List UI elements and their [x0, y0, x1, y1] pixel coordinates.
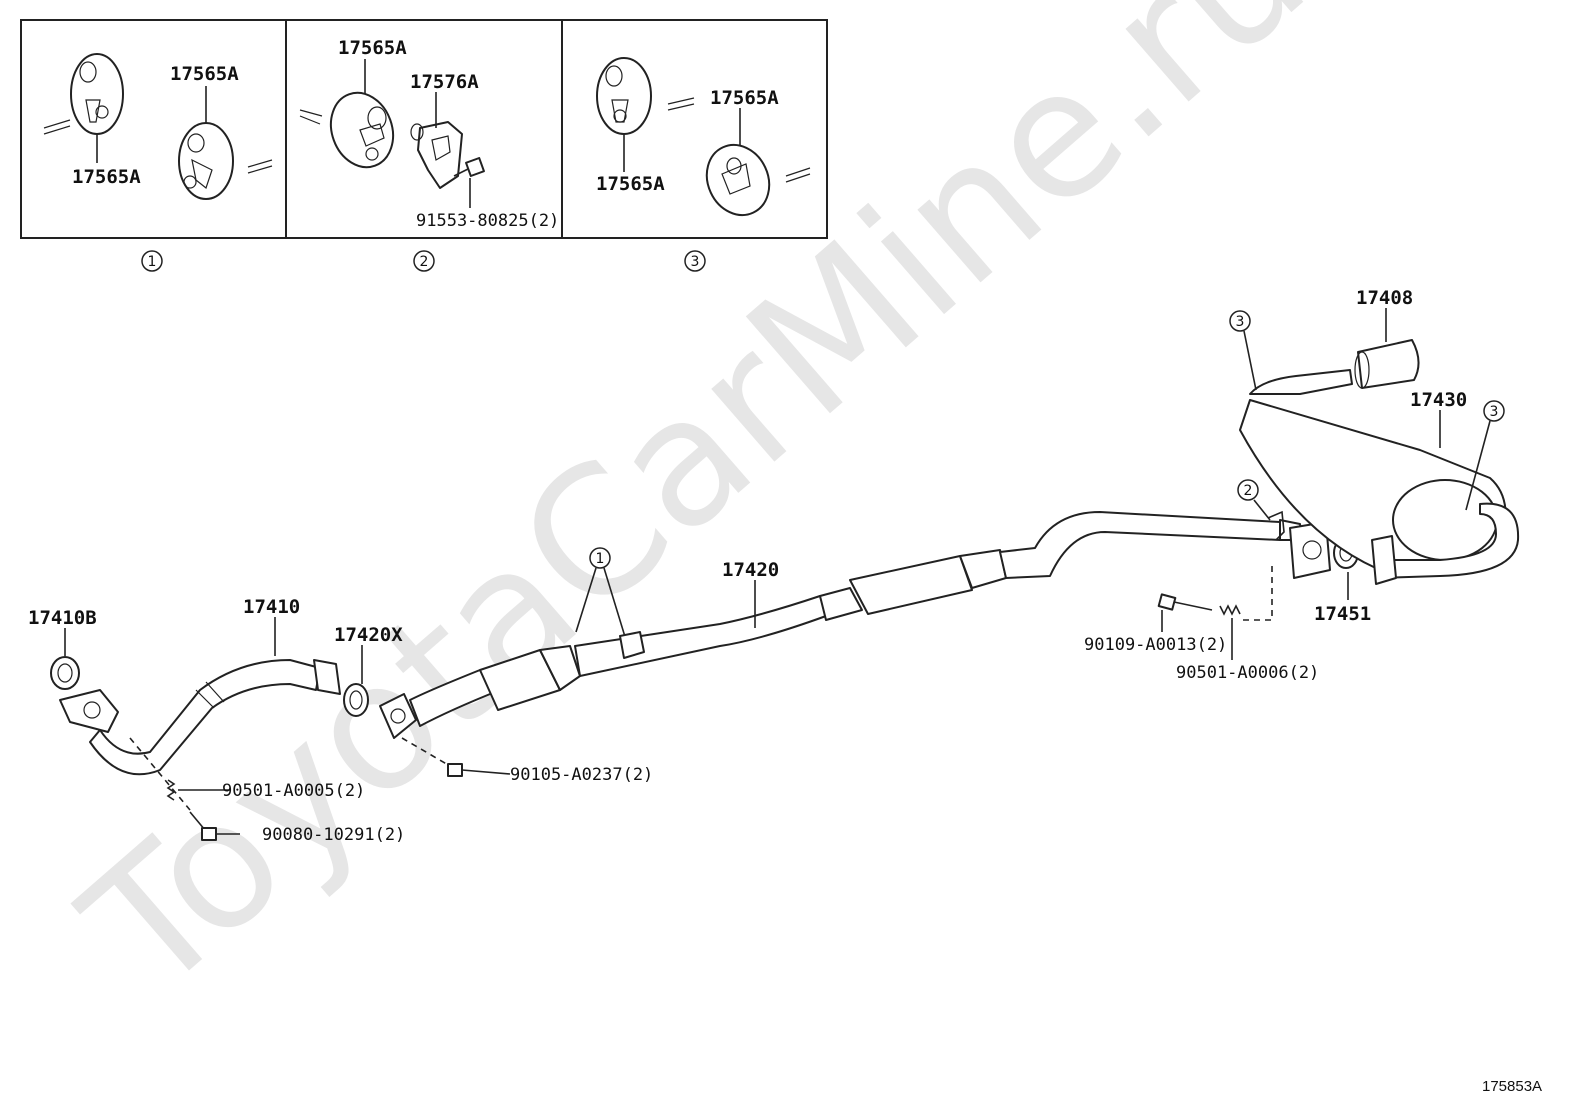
detail-box-1: 17565A 17565A — [43, 53, 273, 200]
diagram-reference-number: 175853A — [1482, 1078, 1542, 1095]
label-90501-a0005: 90501-A0005(2) — [222, 781, 365, 801]
spring-90501-a0006-icon — [1219, 604, 1241, 660]
label-17410: 17410 — [243, 596, 300, 618]
hanger-bracket-icon — [410, 121, 463, 189]
rubber-hanger-icon — [596, 57, 652, 135]
front-pipe-17410 — [59, 617, 341, 776]
callout-3-left: 3 — [1229, 310, 1257, 391]
bolt-90105-icon — [401, 737, 511, 777]
detail-boxes: 17565A 17565A 17565A — [20, 19, 828, 272]
detail-index-2: 2 — [413, 250, 435, 272]
detail-box-3: 17565A 17565A — [596, 57, 811, 217]
svg-text:1: 1 — [596, 551, 605, 567]
muffler-17430 — [1239, 369, 1520, 585]
detail-box-2: 17565A 17576A 91553-80825(2) — [299, 37, 559, 231]
detail-1-label-top: 17565A — [170, 63, 239, 85]
callout-2: 2 — [1237, 479, 1285, 541]
svg-text:3: 3 — [691, 254, 700, 270]
detail-3-label-bottom: 17565A — [596, 173, 665, 195]
rubber-hanger-icon — [70, 53, 124, 135]
label-17420x: 17420X — [334, 624, 403, 646]
label-90105-a0237: 90105-A0237(2) — [510, 765, 653, 785]
detail-index-1: 1 — [141, 250, 163, 272]
spring-90501-a0005-icon — [129, 737, 230, 811]
label-17410b: 17410B — [28, 607, 97, 629]
svg-text:3: 3 — [1490, 404, 1499, 420]
bolt-90109-icon — [1157, 593, 1213, 632]
detail-2-label-hanger: 17565A — [338, 37, 407, 59]
svg-text:3: 3 — [1236, 314, 1245, 330]
bolt-90080-icon — [189, 811, 240, 841]
detail-2-label-bolt: 91553-80825(2) — [416, 211, 559, 231]
callout-1: 1 — [575, 547, 645, 659]
gasket-17420x — [343, 645, 369, 717]
label-17430: 17430 — [1410, 389, 1467, 411]
label-90080-10291: 90080-10291(2) — [262, 825, 405, 845]
svg-text:1: 1 — [148, 254, 157, 270]
center-pipe-17420 — [379, 511, 1303, 739]
label-90501-a0006: 90501-A0006(2) — [1176, 663, 1319, 683]
rubber-hanger-icon — [178, 122, 234, 200]
bolt-icon — [453, 157, 485, 177]
detail-index-3: 3 — [684, 250, 706, 272]
label-17408: 17408 — [1356, 287, 1413, 309]
gasket-17410b — [50, 628, 80, 690]
label-90109-a0013: 90109-A0013(2) — [1084, 635, 1227, 655]
detail-frame — [20, 19, 828, 239]
tail-pipe-17408 — [1354, 308, 1420, 389]
svg-text:2: 2 — [420, 254, 429, 270]
detail-3-label-top: 17565A — [710, 87, 779, 109]
label-17451: 17451 — [1314, 603, 1371, 625]
svg-text:2: 2 — [1244, 483, 1253, 499]
detail-1-label-bottom: 17565A — [72, 166, 141, 188]
callout-3-right: 3 — [1465, 400, 1505, 511]
label-17420: 17420 — [722, 559, 779, 581]
detail-2-label-bracket: 17576A — [410, 71, 479, 93]
rubber-hanger-icon — [705, 143, 771, 217]
rubber-hanger-icon — [329, 91, 395, 169]
